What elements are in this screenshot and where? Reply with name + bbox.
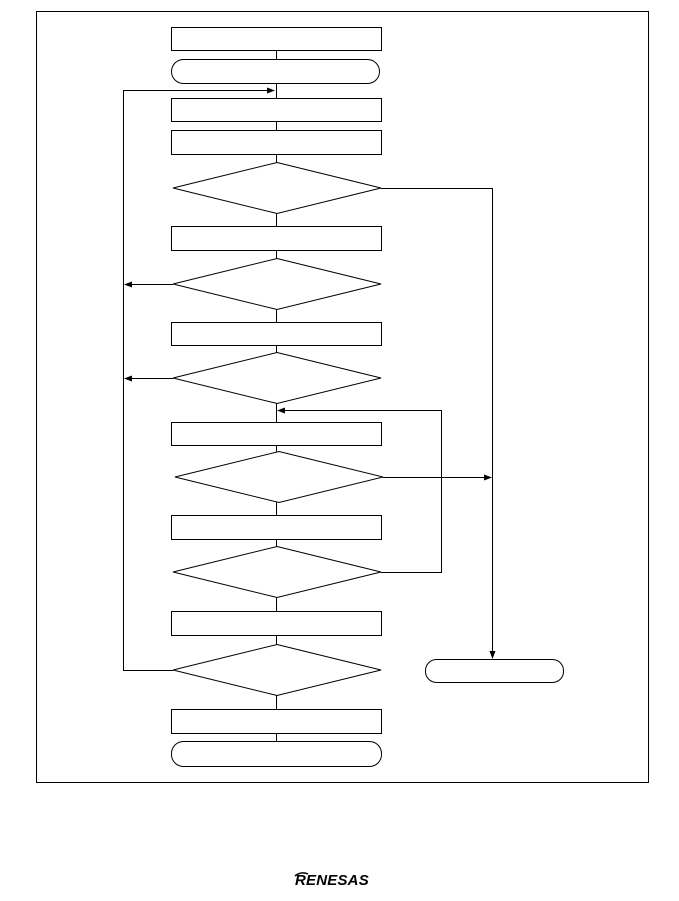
process-box-2 bbox=[171, 98, 382, 122]
decision-6 bbox=[172, 643, 382, 697]
process-box-8 bbox=[171, 611, 382, 636]
logo-swoosh bbox=[294, 872, 309, 877]
decision-2 bbox=[172, 257, 382, 311]
process-box-4 bbox=[171, 226, 382, 251]
process-box-5 bbox=[171, 322, 382, 346]
end-terminal bbox=[171, 741, 382, 767]
renesas-logo-text: RENESAS bbox=[295, 872, 369, 889]
error-terminal bbox=[425, 659, 564, 683]
decision-5 bbox=[172, 545, 382, 599]
exit-line bbox=[381, 188, 496, 659]
figure-frame bbox=[36, 11, 649, 783]
inner-loop-line bbox=[277, 407, 442, 573]
process-box-6 bbox=[171, 422, 382, 446]
start-terminal bbox=[171, 59, 380, 84]
process-box-1 bbox=[171, 27, 382, 51]
renesas-logo: RENESAS bbox=[294, 872, 369, 889]
decision-4 bbox=[174, 450, 384, 504]
decision-3 bbox=[172, 351, 382, 405]
decision-1 bbox=[172, 161, 382, 215]
process-box-3 bbox=[171, 130, 382, 155]
process-box-7 bbox=[171, 515, 382, 540]
loop-back-line bbox=[123, 87, 275, 671]
process-box-9 bbox=[171, 709, 382, 734]
